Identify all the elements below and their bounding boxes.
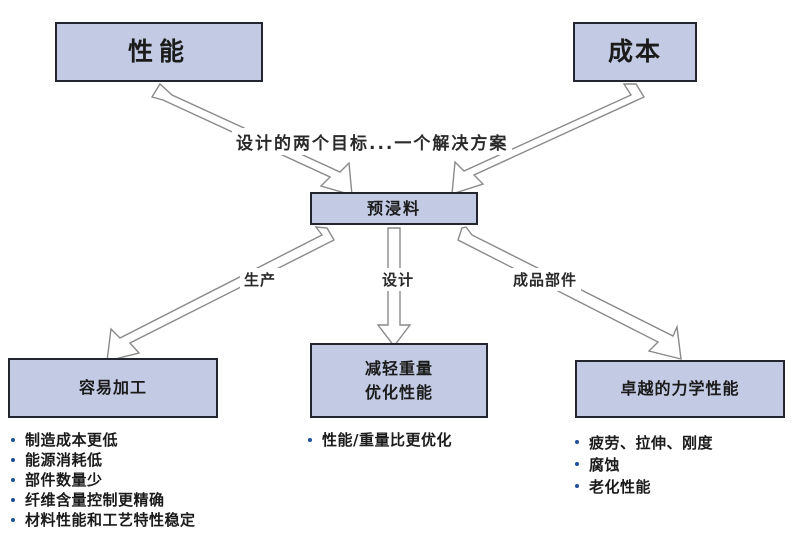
node-prepreg[interactable]: 预浸料	[310, 192, 478, 225]
list-item: 疲劳、拉伸、刚度	[572, 432, 713, 454]
node-cost[interactable]: 成本	[573, 22, 697, 82]
node-weight-performance-label-2: 优化性能	[364, 382, 433, 402]
node-easy-processing-label: 容易加工	[78, 378, 147, 398]
list-item: 老化性能	[572, 476, 713, 498]
edge-label-production: 生产	[240, 268, 281, 291]
node-weight-performance[interactable]: 减轻重量 优化性能	[310, 343, 488, 418]
arrow-prepreg-to-finished-part	[457, 226, 682, 360]
bullet-list-mechanical-performance: 疲劳、拉伸、刚度 腐蚀 老化性能	[572, 432, 713, 498]
list-item: 制造成本更低	[8, 430, 196, 450]
list-item: 部件数量少	[8, 470, 196, 490]
arrow-prepreg-to-easy-processing	[106, 226, 335, 362]
list-item: 材料性能和工艺特性稳定	[8, 510, 196, 530]
list-item: 性能/重量比更优化	[305, 430, 452, 450]
caption-two-goals-one-solution: 设计的两个目标...一个解决方案	[232, 128, 513, 155]
node-mechanical-performance[interactable]: 卓越的力学性能	[575, 360, 785, 418]
list-item: 腐蚀	[572, 454, 713, 476]
list-item: 能源消耗低	[8, 450, 196, 470]
node-cost-label: 成本	[607, 36, 662, 66]
node-performance[interactable]: 性能	[55, 22, 263, 82]
node-prepreg-label: 预浸料	[366, 198, 421, 218]
bullet-list-easy-processing: 制造成本更低 能源消耗低 部件数量少 纤维含量控制更精确 材料性能和工艺特性稳定	[8, 430, 196, 530]
node-mechanical-performance-label: 卓越的力学性能	[620, 379, 740, 399]
edge-label-finished-part: 成品部件	[509, 268, 582, 291]
list-item: 纤维含量控制更精确	[8, 490, 196, 510]
bullet-list-weight-performance: 性能/重量比更优化	[305, 430, 452, 450]
edge-label-design: 设计	[378, 268, 419, 291]
node-performance-label: 性能	[127, 36, 190, 66]
node-weight-performance-label-1: 减轻重量	[364, 359, 433, 379]
node-easy-processing[interactable]: 容易加工	[8, 358, 218, 418]
